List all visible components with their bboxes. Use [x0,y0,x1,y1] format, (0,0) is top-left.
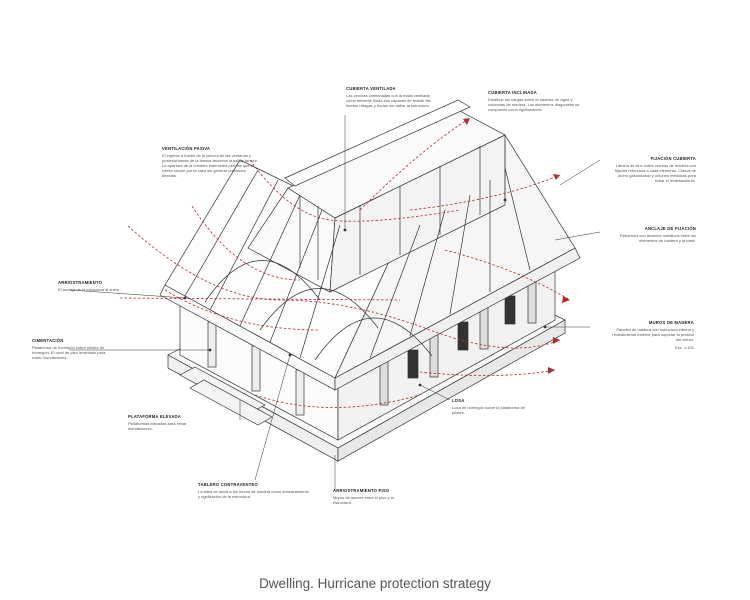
annotation-arriostramiento-piso: Arriostramiento piso Muros de amarre ent… [333,488,413,505]
wind-path [409,174,561,211]
annotation-heading: Anclaje de fijación [644,226,696,231]
column [251,345,261,392]
arrowhead [463,118,470,125]
annotation-body: Refuerzos con amarres metálicos entre lo… [619,233,696,244]
arrowhead [553,337,560,344]
annotation-heading: Arriostramiento piso [333,488,390,493]
wind-path [444,249,571,301]
column [379,359,389,406]
leader-line [554,231,601,241]
leader-line [559,159,601,186]
annotation-body: Plataformas elevadas para evitar inundac… [128,421,187,432]
wireframe-lines [159,99,581,462]
leader-line [69,289,186,299]
window [457,321,469,351]
annotation-body: Las cerchas combinadas con la malla vent… [346,93,431,109]
figure-caption: Dwelling. Hurricane protection strategy [259,576,491,591]
wind-path [359,117,471,211]
annotation-body: El ingreso a través de la celosía de las… [162,153,259,179]
leader-dot [288,353,292,357]
annotation-heading: Arriostramiento [58,280,103,285]
window [407,349,419,379]
truss-arch [314,317,433,361]
clerestory-right [329,134,506,293]
annotation-body: El anclaje de la estructura al suelo. [58,287,121,293]
rafter [239,194,301,327]
wind-path [191,205,301,281]
wind-path [127,225,561,349]
leader-dot [543,325,547,329]
annotation-heading: Ventilación pasiva [162,146,211,151]
rafter [299,224,341,359]
leader-line [419,384,451,401]
wind-arrowheads [463,118,570,374]
rafter [184,169,259,297]
annotation-ventilacion-pasiva: Ventilación pasiva El ingreso a través d… [162,146,260,178]
truss-arch [259,288,379,331]
annotation-heading: Plataforma elevada [128,414,181,419]
rafter [209,179,279,311]
leader-dot [503,198,507,202]
annotation-plataforma-elevada: Plataforma elevada Plataformas elevadas … [128,414,208,431]
annotation-body: La tabla se ancla a los muros de madera … [198,489,309,500]
annotation-body: Lámina de zinc sobre correas de madera c… [614,163,696,184]
wind-path [164,289,321,331]
annotation-heading: Losa [452,398,465,403]
annotation-body: Paneles de madera con estructura interna… [612,327,694,343]
arrowhead [548,367,555,374]
annotation-fijacion-cubierta: Fijación cubierta Lámina de zinc sobre c… [608,156,696,183]
annotation-body: Distribuir las cargas sobre el sistema d… [488,97,580,113]
leader-dot [208,348,212,352]
annotation-muros-madera: Muros de madera Paneles de madera con es… [610,320,694,350]
annotation-heading: Fijación cubierta [650,156,696,161]
wind-path [249,159,461,222]
annotation-cimentacion: Cimentación Plataforma de hormigón sobre… [32,338,112,360]
annotation-body: Muros de amarre entre el piso y la estru… [333,495,394,506]
isometric-house-drawing [69,99,601,490]
leader-dot [343,228,347,232]
arrowhead [562,296,570,303]
annotation-anclaje-fijacion: Anclaje de fijación Refuerzos con amarre… [608,226,696,243]
annotation-cubierta-inclinada: Cubierta inclinada Distribuir las cargas… [488,90,584,112]
truss-arch [204,260,321,303]
wind-path [254,394,421,408]
rafter [504,167,531,271]
rafter [369,224,421,359]
ridge-cap [284,99,471,187]
front-step-2 [189,379,273,426]
base-platform-right [337,319,566,462]
annotation-heading: Tablero contraventeo [198,482,258,487]
leader-lines [69,115,601,490]
rafter [269,209,323,343]
wind-path [419,369,556,376]
annotation-heading: Cimentación [32,338,64,343]
diagram-frame: Ventilación pasiva El ingreso a través d… [32,86,696,505]
column [295,369,305,416]
leader-dots [183,198,547,387]
annotation-heading: Cubierta ventilada [346,86,396,91]
wind-paths [119,117,571,408]
annotation-heading: Cubierta inclinada [488,90,537,95]
leader-dot [183,296,187,300]
window [504,295,516,325]
leader-line [254,354,291,481]
arrowhead [553,174,560,180]
rafter [409,209,446,337]
annotation-losa: Losa Losa de hormigón sobre la plataform… [452,398,536,415]
annotation-body: Plataforma de hormigón sobre pilotes de … [32,345,106,361]
annotation-heading: Muros de madera [648,320,694,325]
column [207,321,217,368]
wind-path [119,297,401,301]
annotation-arriostramiento: Arriostramiento El anclaje de la estruct… [58,280,128,292]
annotation-cubierta-ventilada: Cubierta ventilada Las cerchas combinada… [346,86,438,108]
annotation-body: Losa de hormigón sobre la plataforma de … [452,405,525,416]
annotation-tablero-contraventeo: Tablero contraventeo La tabla se ancla a… [198,482,312,499]
leader-dot [418,383,422,387]
scale-note: Esc. 1:100 [675,345,694,351]
